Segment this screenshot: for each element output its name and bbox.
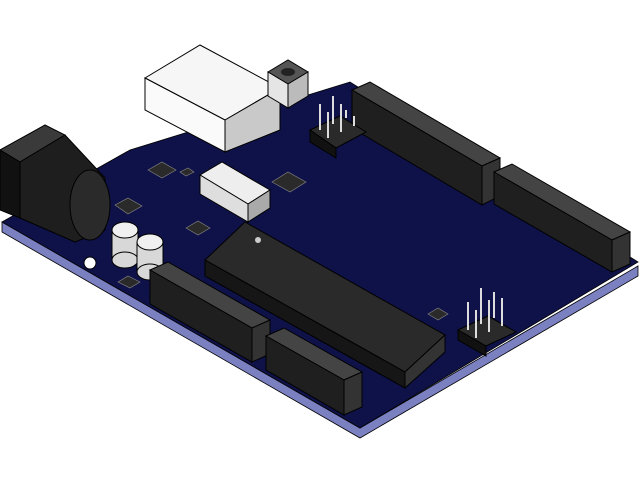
- digital-header-2: [492, 163, 632, 273]
- mounting-hole: [83, 256, 97, 270]
- microcontroller-chip: [204, 221, 446, 390]
- usb-connector: [143, 44, 282, 153]
- analog-header: [264, 327, 364, 416]
- power-jack: [0, 124, 111, 243]
- crystal: [199, 161, 271, 223]
- capacitors: [111, 221, 164, 281]
- icsp-header-top: [308, 96, 368, 159]
- icsp-header-bottom: [456, 288, 518, 357]
- smd-components: [114, 161, 449, 321]
- reset-button: [267, 59, 309, 109]
